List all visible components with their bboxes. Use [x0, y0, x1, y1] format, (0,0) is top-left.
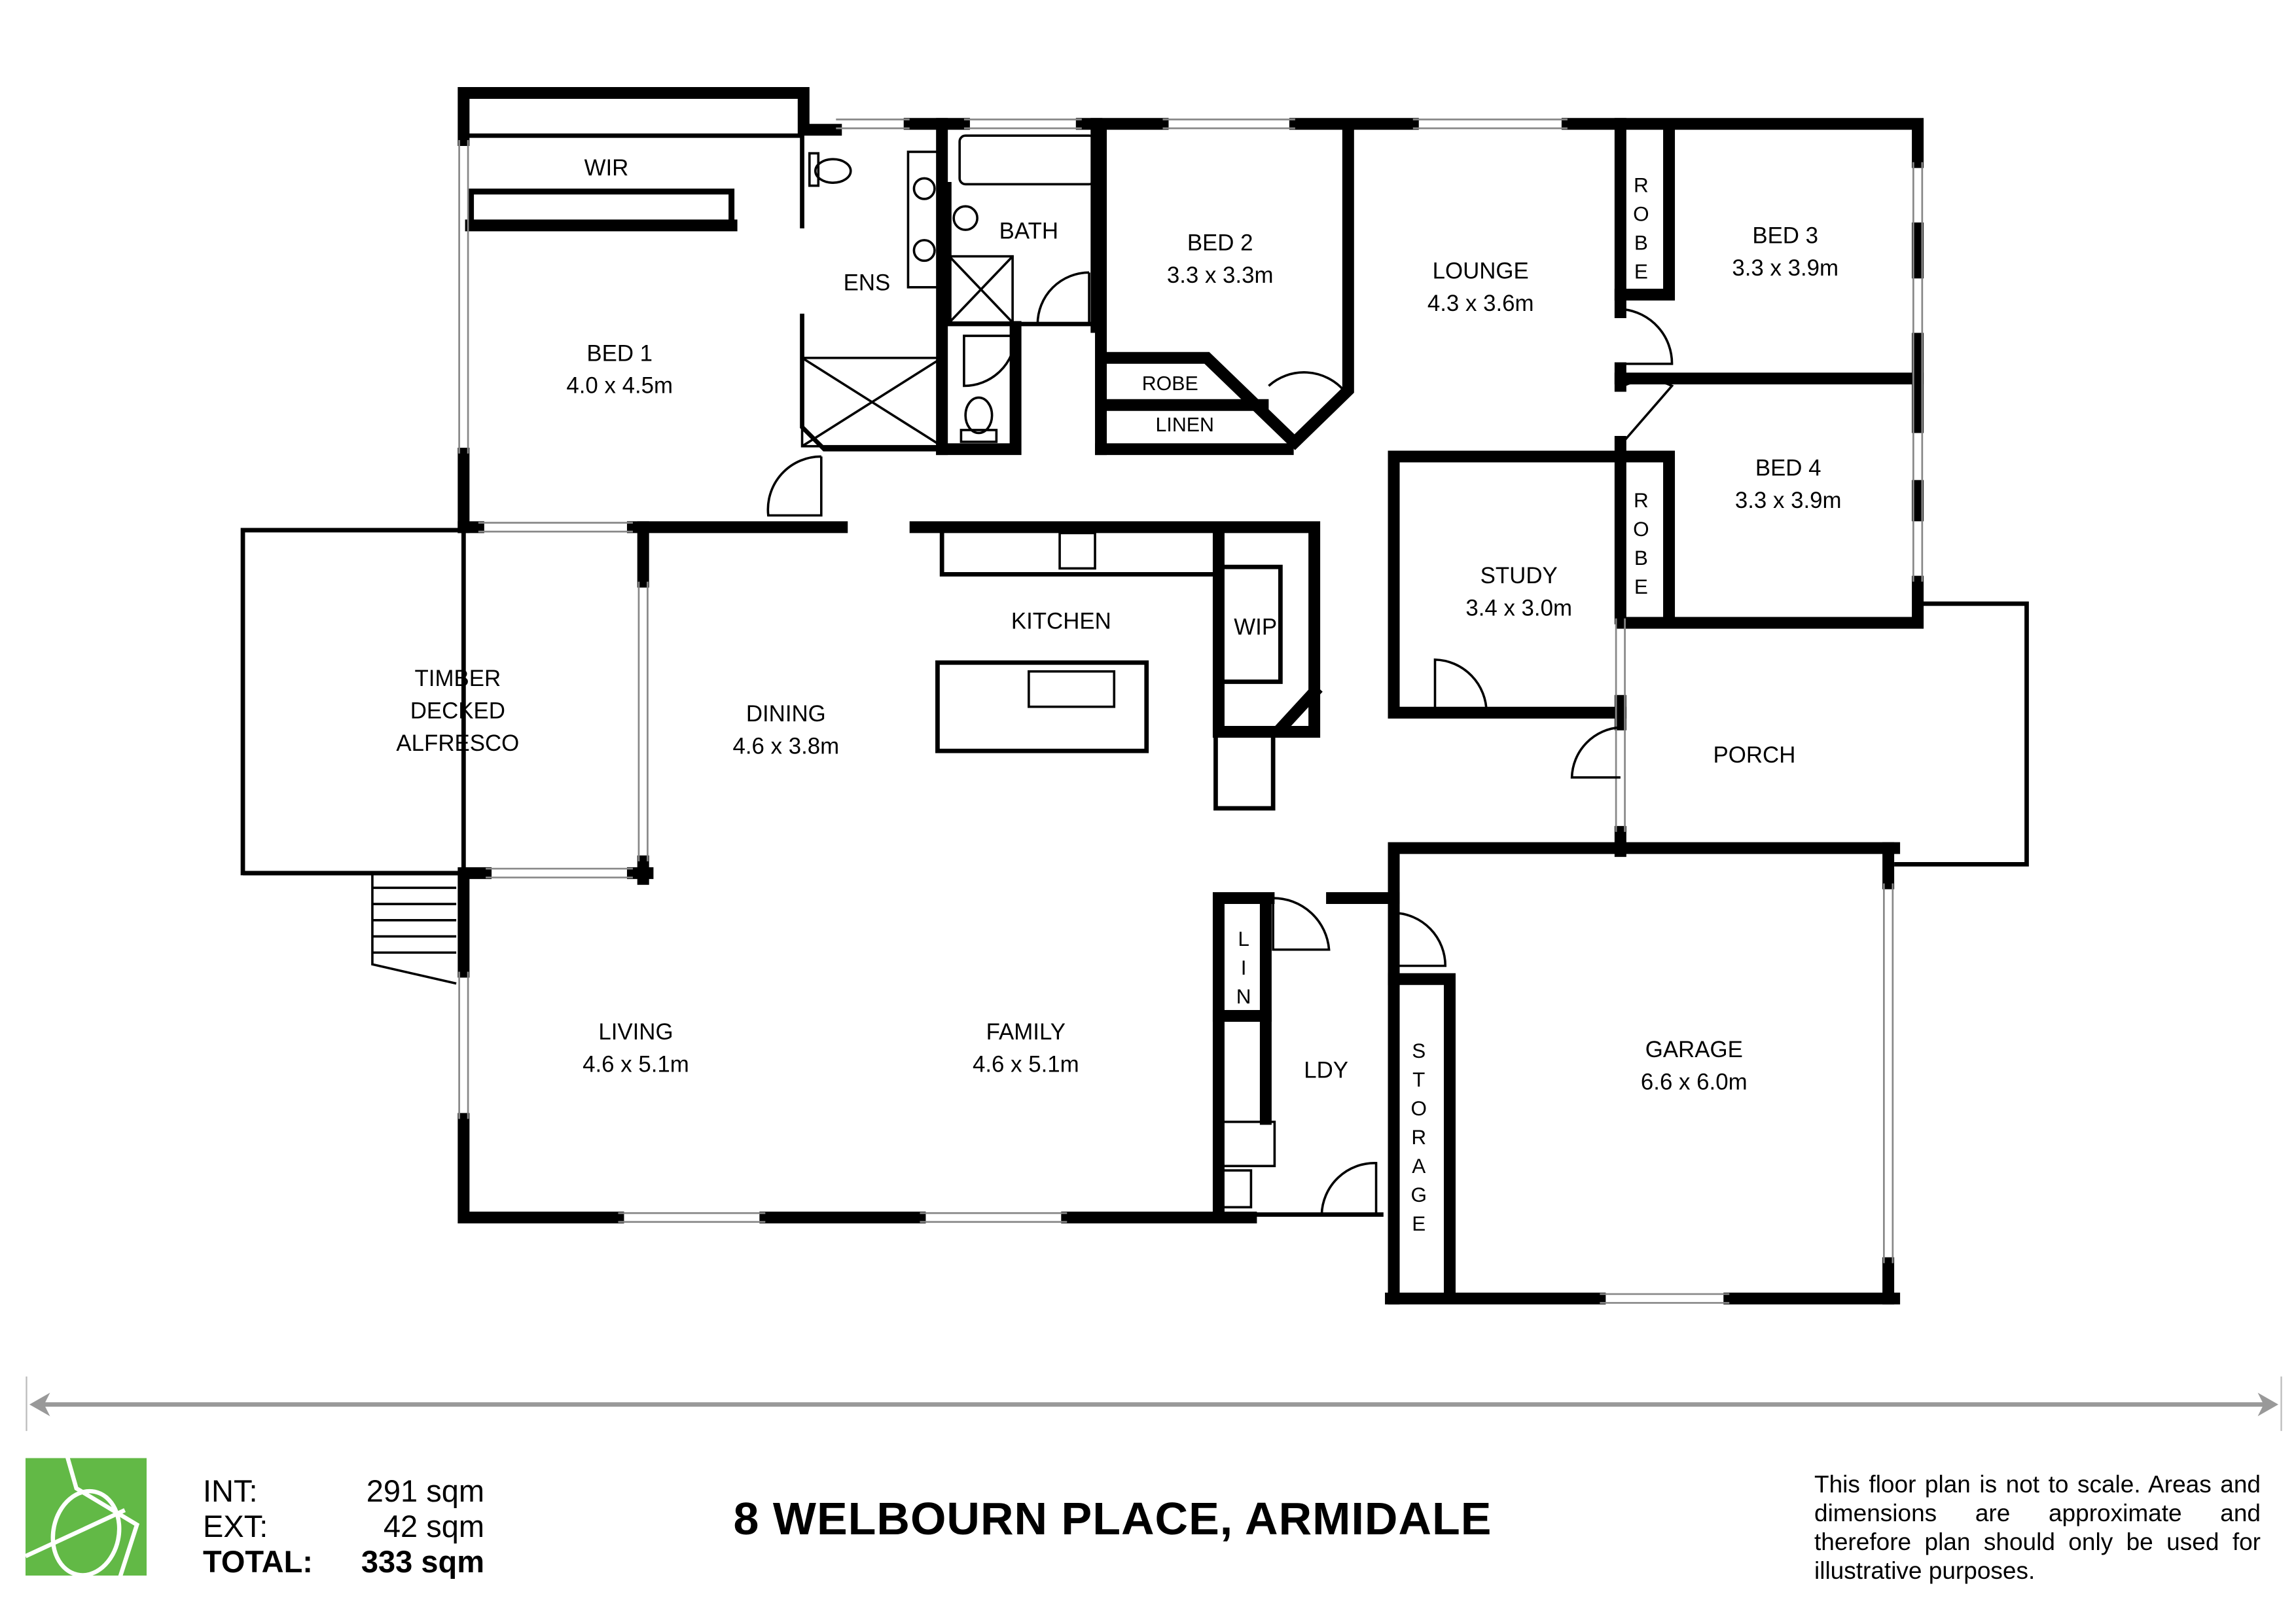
area-total-value: 333 sqm — [361, 1544, 484, 1579]
dims-bed4: 3.3 x 3.9m — [1735, 488, 1842, 513]
label-bed1: BED 1 — [586, 340, 653, 366]
label-bed2: BED 2 — [1187, 230, 1253, 256]
label-linen: LINEN — [1156, 414, 1214, 436]
label-bed4: BED 4 — [1755, 456, 1821, 481]
label-porch: PORCH — [1713, 742, 1796, 768]
label-kitchen: KITCHEN — [1011, 609, 1111, 634]
scale-bar — [26, 1376, 2282, 1432]
label-bed3: BED 3 — [1752, 223, 1818, 248]
label-garage: GARAGE — [1645, 1037, 1743, 1062]
label-lounge: LOUNGE — [1433, 258, 1529, 283]
label-living: LIVING — [598, 1019, 673, 1045]
label-alfresco-1: TIMBER — [415, 666, 501, 691]
label-family: FAMILY — [986, 1019, 1066, 1045]
label-lin: LIN — [1232, 928, 1255, 1014]
dims-garage: 6.6 x 6.0m — [1641, 1069, 1748, 1094]
label-wir: WIR — [584, 155, 629, 181]
green-compass-logo — [25, 1454, 147, 1576]
dims-dining: 4.6 x 3.8m — [732, 734, 839, 759]
area-total: TOTAL: 333 sqm — [203, 1543, 484, 1579]
area-ext-label: EXT: — [203, 1509, 268, 1543]
area-int: INT: 291 sqm — [203, 1473, 484, 1508]
label-robe-bed3: ROBE — [1630, 174, 1653, 289]
label-ldy: LDY — [1304, 1057, 1348, 1083]
dims-family: 4.6 x 5.1m — [973, 1051, 1079, 1077]
label-dining: DINING — [746, 701, 826, 727]
label-bath: BATH — [999, 219, 1058, 244]
dims-study: 3.4 x 3.0m — [1465, 595, 1572, 621]
label-ens: ENS — [844, 270, 891, 295]
label-wip: WIP — [1234, 615, 1277, 640]
label-study: STUDY — [1480, 563, 1558, 588]
label-robe-bed2: ROBE — [1142, 373, 1198, 395]
dims-lounge: 4.3 x 3.6m — [1427, 291, 1534, 316]
label-robe-bed4: ROBE — [1630, 489, 1653, 604]
windows — [458, 118, 1924, 1304]
area-ext-value: 42 sqm — [383, 1509, 484, 1543]
room-labels: WIR ENS BATH BED 1 4.0 x 4.5m BED 2 3.3 … — [396, 155, 1841, 1241]
stairs — [371, 873, 457, 985]
area-int-label: INT: — [203, 1473, 258, 1508]
dims-bed2: 3.3 x 3.3m — [1167, 262, 1274, 288]
dims-bed3: 3.3 x 3.9m — [1732, 255, 1839, 281]
label-storage: STORAGE — [1407, 1039, 1430, 1241]
disclaimer: This floor plan is not to scale. Areas a… — [1814, 1471, 2261, 1584]
dims-bed1: 4.0 x 4.5m — [566, 373, 673, 399]
property-address: 8 WELBOURN PLACE, ARMIDALE — [733, 1493, 1492, 1544]
area-total-label: TOTAL: — [203, 1544, 313, 1579]
area-ext: EXT: 42 sqm — [203, 1508, 484, 1543]
dims-living: 4.6 x 5.1m — [583, 1051, 689, 1077]
label-alfresco-2: DECKED — [410, 698, 505, 724]
label-alfresco-3: ALFRESCO — [396, 731, 519, 756]
walls — [240, 87, 2029, 1305]
area-int-value: 291 sqm — [366, 1473, 484, 1508]
doors — [766, 271, 1674, 1216]
